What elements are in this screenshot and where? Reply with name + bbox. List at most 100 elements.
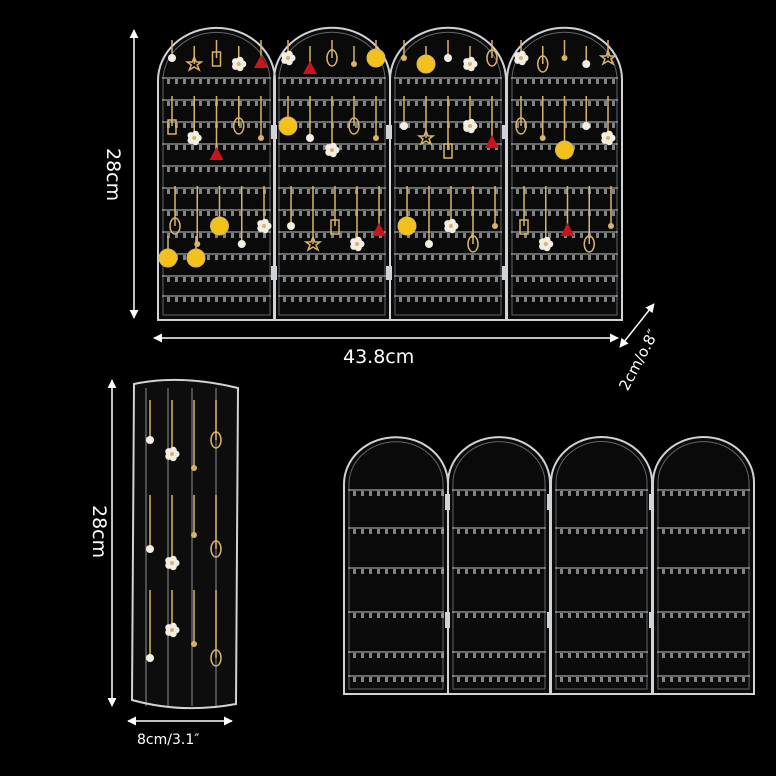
hole (640, 569, 643, 574)
hole (734, 677, 737, 682)
hole (423, 255, 426, 260)
hole (167, 211, 170, 216)
hole (513, 653, 516, 658)
hole (572, 297, 575, 302)
hinge (502, 125, 508, 139)
hoop (210, 649, 222, 667)
hole (592, 529, 595, 534)
hole (670, 653, 673, 658)
hole (532, 167, 535, 172)
hole (524, 79, 527, 84)
hole (592, 613, 595, 618)
hole (207, 123, 210, 128)
hole (363, 277, 366, 282)
hole (207, 79, 210, 84)
hole (471, 255, 474, 260)
earring (372, 186, 386, 236)
hole (489, 491, 492, 496)
hole (588, 297, 591, 302)
hole (489, 569, 492, 574)
flower-center (192, 136, 197, 140)
bead (191, 465, 197, 471)
earring (186, 236, 206, 268)
hole (207, 297, 210, 302)
hole (315, 145, 318, 150)
hole (600, 653, 603, 658)
height-label-side: 28cm (88, 505, 110, 559)
hole (580, 233, 583, 238)
hole (231, 189, 234, 194)
flower-center (606, 136, 610, 140)
hole (417, 491, 420, 496)
hole (215, 255, 218, 260)
depth-arrow-top (619, 303, 655, 348)
hoop (169, 217, 181, 235)
hole (624, 529, 627, 534)
panel-frame (447, 436, 551, 695)
hole (315, 211, 318, 216)
hole (385, 653, 388, 658)
hole (455, 255, 458, 260)
hole (363, 297, 366, 302)
hole (481, 613, 484, 618)
hole (612, 101, 615, 106)
hole (433, 569, 436, 574)
hole (495, 255, 498, 260)
hole (431, 233, 434, 238)
hole (439, 79, 442, 84)
hole (592, 569, 595, 574)
hole (283, 233, 286, 238)
hole (604, 233, 607, 238)
bead (191, 532, 197, 538)
hole (465, 653, 468, 658)
pearl (146, 654, 154, 662)
red-triangle (372, 223, 386, 236)
hole (183, 123, 186, 128)
hole (560, 677, 563, 682)
hole (199, 79, 202, 84)
hole (371, 145, 374, 150)
hole (407, 255, 410, 260)
hole (239, 189, 242, 194)
hole (580, 101, 583, 106)
earring (485, 96, 499, 148)
hole (616, 613, 619, 618)
hole (231, 79, 234, 84)
hole (247, 211, 250, 216)
hole (379, 123, 382, 128)
hole (588, 255, 591, 260)
hole (516, 277, 519, 282)
hole (540, 233, 543, 238)
hole (686, 653, 689, 658)
panel-inner-edge (348, 441, 444, 690)
hole (742, 569, 745, 574)
earring (350, 186, 365, 252)
hole (299, 277, 302, 282)
hole (299, 211, 302, 216)
hole (572, 189, 575, 194)
hole (489, 613, 492, 618)
hole (323, 211, 326, 216)
panel-inner-edge (394, 31, 502, 316)
hole (183, 211, 186, 216)
bead (492, 223, 498, 229)
earring (537, 46, 549, 73)
hole (616, 491, 619, 496)
hole (548, 189, 551, 194)
hole (640, 529, 643, 534)
hole (487, 297, 490, 302)
hole (407, 189, 410, 194)
hole (167, 79, 170, 84)
hole (239, 123, 242, 128)
hole (556, 211, 559, 216)
hole (231, 233, 234, 238)
hole (702, 491, 705, 496)
earring (169, 186, 181, 235)
hole (624, 491, 627, 496)
hole (742, 653, 745, 658)
hole (632, 529, 635, 534)
hole (600, 677, 603, 682)
hole (315, 101, 318, 106)
hole (417, 653, 420, 658)
hole (473, 613, 476, 618)
